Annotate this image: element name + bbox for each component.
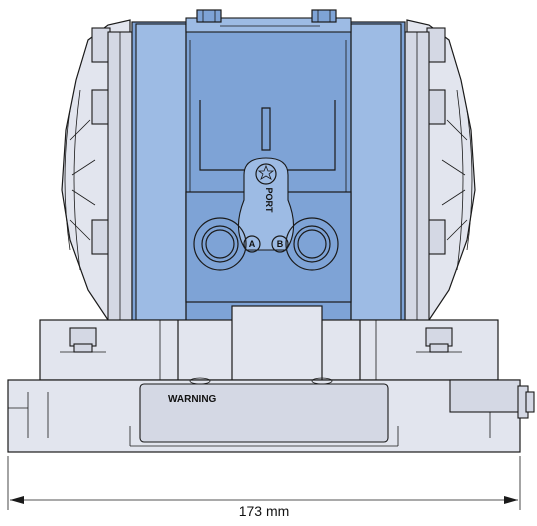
left-diaphragm-housing (61, 19, 133, 325)
port-b-label: B (277, 239, 284, 249)
base-plate: WARNING (7, 377, 535, 453)
center-block (131, 9, 406, 323)
port-selector: PORT A B (237, 157, 295, 253)
lower-mount (39, 305, 499, 381)
port-a-label: A (249, 239, 256, 249)
port-fitting-right (285, 217, 339, 271)
port-fitting-left (193, 217, 247, 271)
right-diaphragm-housing (404, 19, 476, 325)
warning-label: WARNING (168, 394, 217, 405)
port-label: PORT (264, 187, 274, 213)
dimension-label: 173 mm (239, 503, 290, 519)
width-dimension: 173 mm (7, 456, 521, 519)
